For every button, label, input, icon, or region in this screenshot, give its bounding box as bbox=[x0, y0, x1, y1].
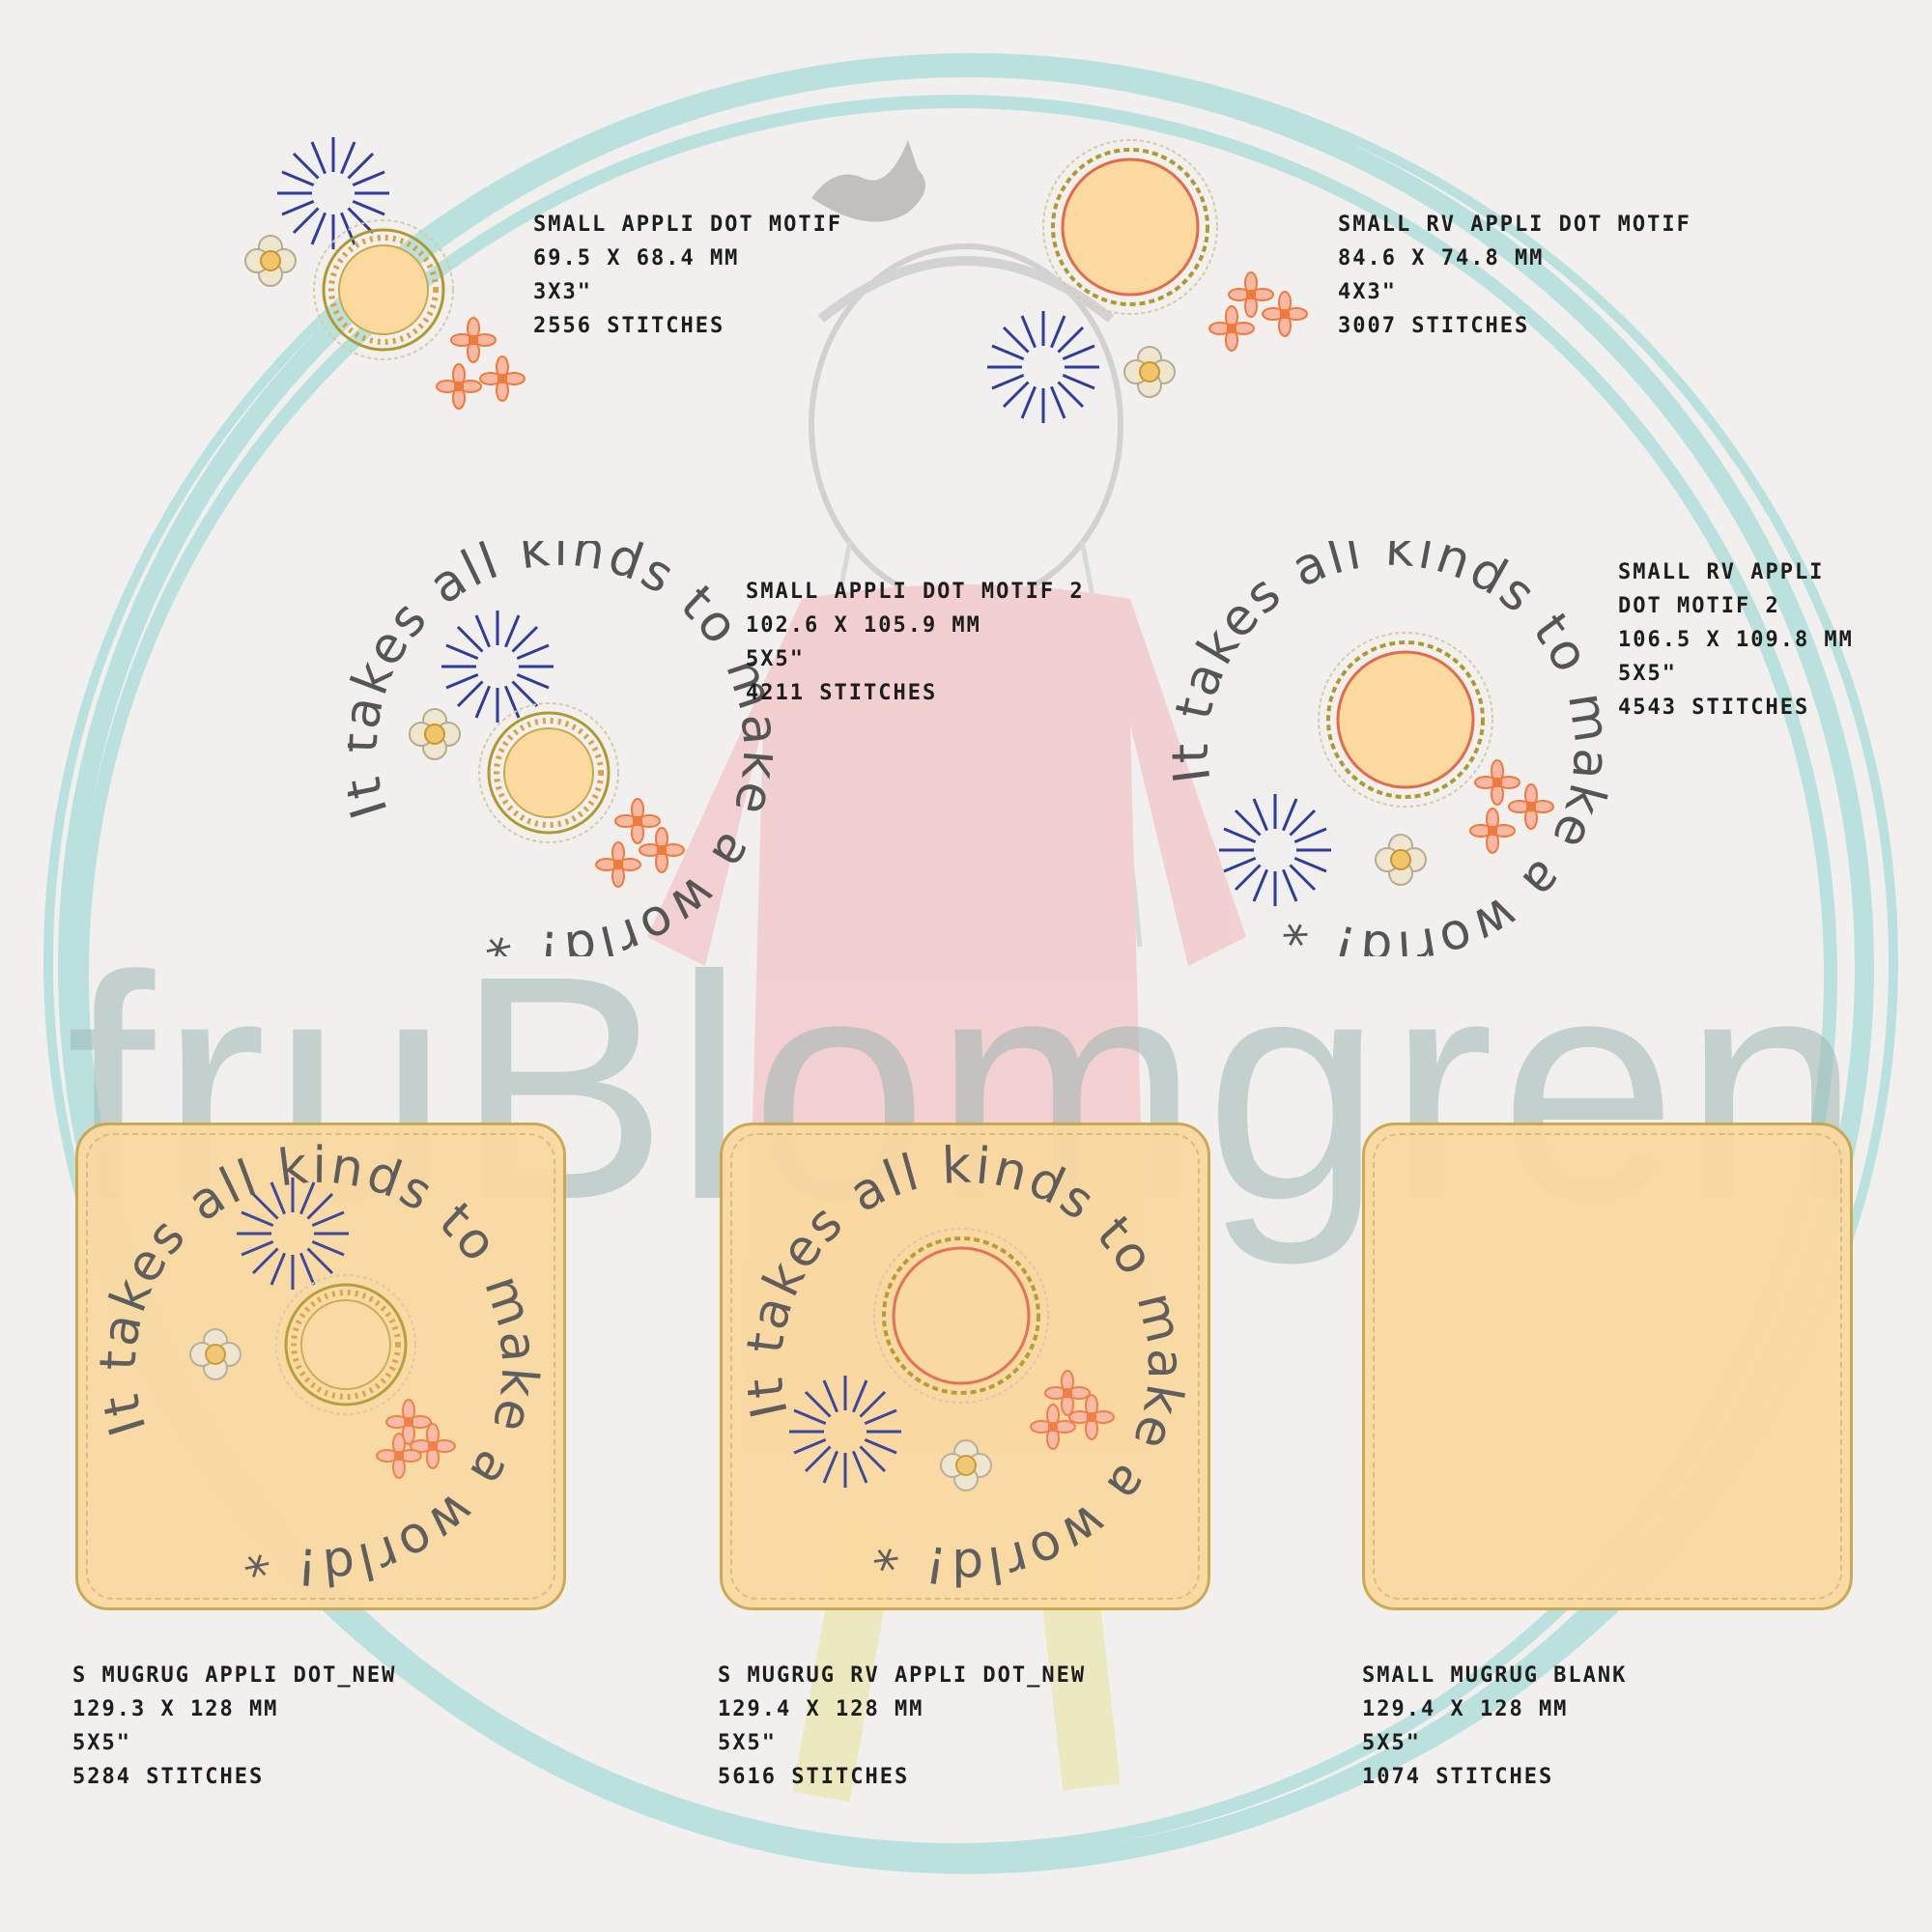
design-stitches: 5616 stitches bbox=[718, 1765, 910, 1789]
circle-text: It takes all kinds to make a world! * bbox=[75, 1122, 566, 1610]
design-stitches: 4543 stitches bbox=[1618, 696, 1810, 720]
flower-cream-icon bbox=[244, 235, 297, 287]
design-label-7: Small mugrug blank 129.4 x 128 mm 5x5" 1… bbox=[1362, 1659, 1627, 1794]
mugrug-appli-dot: It takes all kinds to make a world! * bbox=[75, 1122, 566, 1610]
watermark-rings bbox=[43, 53, 1898, 1874]
design-name: Small RV appli dot motif bbox=[1338, 213, 1691, 237]
design-stitches: 4211 stitches bbox=[746, 681, 938, 705]
mugrug-rv-appli-dot: It takes all kinds to make a world! * bbox=[720, 1122, 1210, 1610]
design-hoop: 5x5" bbox=[1362, 1731, 1421, 1755]
design-hoop: 5x5" bbox=[718, 1731, 777, 1755]
design-label-4: Small RV appli dot motif 2 106.5 x 109.8… bbox=[1618, 555, 1869, 724]
circle-text: It takes all kinds to make a world! * bbox=[720, 1122, 1210, 1610]
design-size: 129.3 x 128 mm bbox=[72, 1697, 279, 1721]
design-stitches: 5284 stitches bbox=[72, 1765, 265, 1789]
design-size: 84.6 x 74.8 mm bbox=[1338, 246, 1545, 270]
design-preview-2 bbox=[985, 138, 1308, 425]
design-name: Small appli dot motif bbox=[533, 213, 843, 237]
design-stitches: 1074 stitches bbox=[1362, 1765, 1554, 1789]
design-label-5: S mugrug appli dot_new 129.3 x 128 mm 5x… bbox=[72, 1659, 396, 1794]
design-preview-3: It takes all kinds to make a world! * bbox=[348, 541, 773, 956]
design-size: 129.4 x 128 mm bbox=[1362, 1697, 1569, 1721]
mugrug-blank bbox=[1362, 1122, 1853, 1610]
design-name: Small appli dot motif 2 bbox=[746, 580, 1085, 604]
design-size: 129.4 x 128 mm bbox=[718, 1697, 924, 1721]
design-preview-4: It takes all kinds to make a world! * bbox=[1169, 541, 1613, 956]
design-stitches: 2556 stitches bbox=[533, 314, 725, 338]
design-hoop: 3x3" bbox=[533, 280, 592, 304]
design-name: Small RV appli dot motif 2 bbox=[1618, 560, 1825, 618]
design-hoop: 5x5" bbox=[746, 647, 805, 671]
design-name: S mugrug appli dot_new bbox=[72, 1663, 397, 1688]
design-label-2: Small RV appli dot motif 84.6 x 74.8 mm … bbox=[1338, 208, 1691, 343]
design-label-1: Small appli dot motif 69.5 x 68.4 mm 3x3… bbox=[533, 208, 842, 343]
design-hoop: 4x3" bbox=[1338, 280, 1397, 304]
design-label-6: S mugrug RV appli dot_new 129.4 x 128 mm… bbox=[718, 1659, 1086, 1794]
design-size: 106.5 x 109.8 mm bbox=[1618, 628, 1854, 652]
design-hoop: 5x5" bbox=[72, 1731, 131, 1755]
design-stitches: 3007 stitches bbox=[1338, 314, 1530, 338]
design-size: 102.6 x 105.9 mm bbox=[746, 613, 981, 638]
design-label-3: Small appli dot motif 2 102.6 x 105.9 mm… bbox=[746, 575, 1085, 710]
design-preview-1 bbox=[244, 135, 526, 410]
design-name: Small mugrug blank bbox=[1362, 1663, 1628, 1688]
design-name: S mugrug RV appli dot_new bbox=[718, 1663, 1087, 1688]
design-size: 69.5 x 68.4 mm bbox=[533, 246, 740, 270]
design-hoop: 5x5" bbox=[1618, 662, 1677, 686]
